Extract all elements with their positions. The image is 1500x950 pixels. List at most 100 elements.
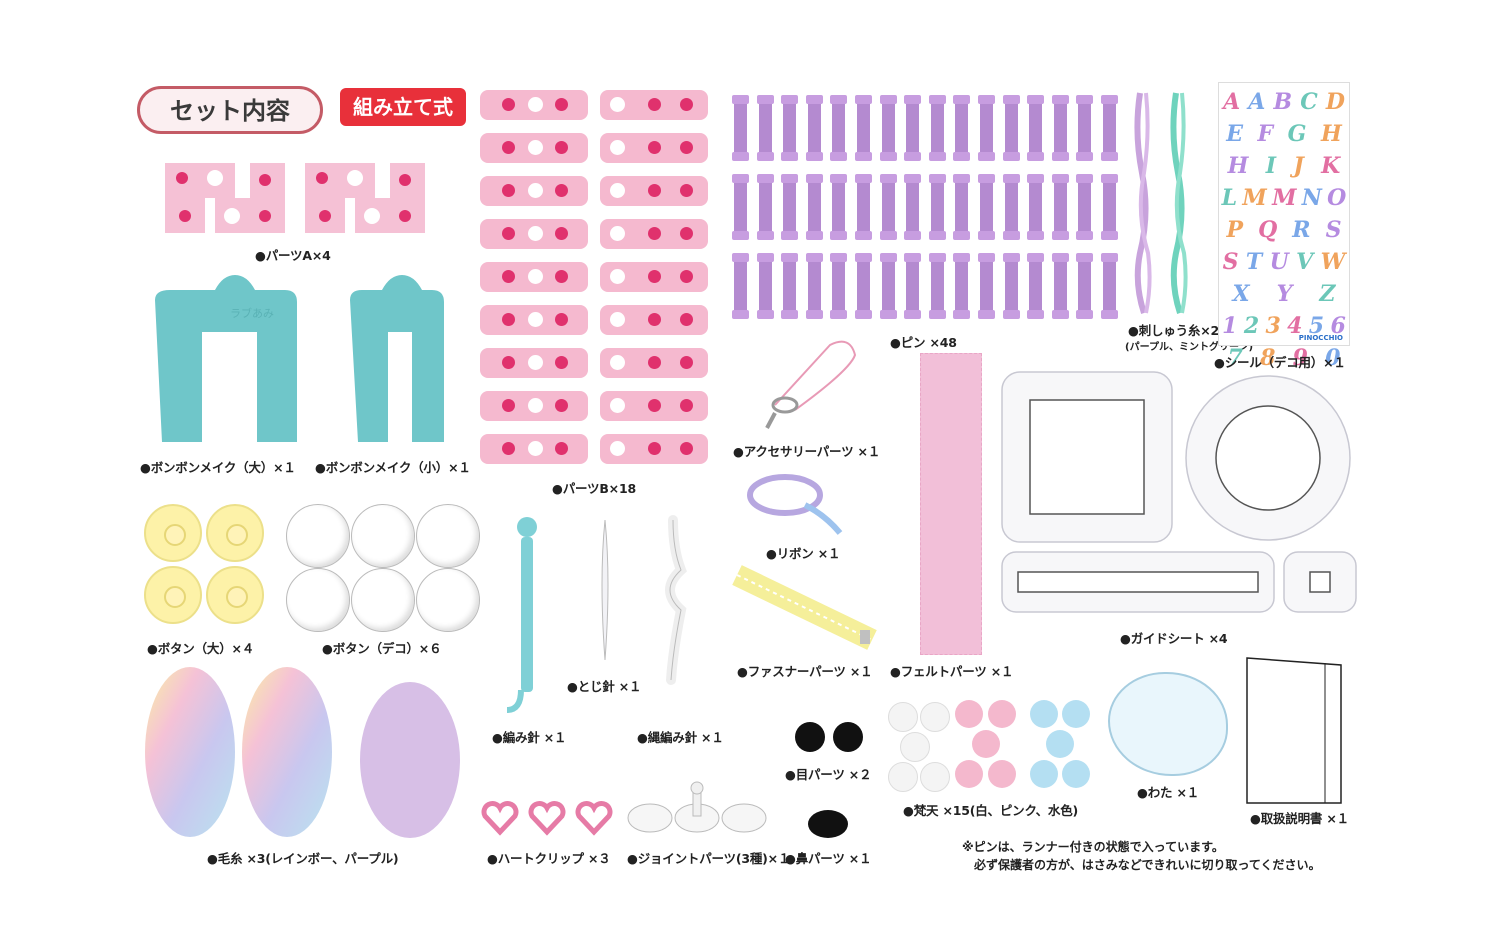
sticker-letter: U	[1269, 249, 1289, 275]
yarn-label: ●毛糸 ×3(レインボー、パープル)	[207, 851, 399, 866]
nose-label: ●鼻パーツ ×１	[785, 851, 872, 866]
heart-clip-label: ●ハートクリップ ×３	[487, 851, 611, 866]
sticker-letter: A	[1223, 89, 1241, 115]
pin	[732, 253, 749, 319]
pin	[953, 253, 971, 319]
fastener-image	[732, 565, 877, 650]
sticker-letter: 4	[1287, 313, 1303, 339]
eye-part-1	[795, 722, 825, 752]
sticker-letter: R	[1292, 217, 1311, 243]
pompom-small-label: ●ボンボンメイク（小）×１	[315, 460, 471, 475]
pin-note-line2: 必ず保護者の方が、はさみなどできれいに切り取ってください。	[974, 858, 1321, 872]
sticker-letter: N	[1301, 185, 1322, 211]
embroidery-note: (パープル、ミントグリーン)	[1125, 342, 1254, 353]
pin	[879, 253, 897, 319]
pin	[1076, 174, 1094, 240]
pin	[904, 253, 922, 319]
pin	[830, 253, 848, 319]
pin	[756, 253, 774, 319]
sticker-letter: X	[1232, 281, 1250, 307]
pin	[781, 174, 799, 240]
set-contents-title: セット内容	[137, 86, 323, 134]
sticker-letter: S	[1325, 217, 1342, 243]
sticker-letter: 7	[1227, 345, 1243, 371]
pin	[1027, 174, 1045, 240]
sticker-letter: C	[1300, 89, 1318, 115]
pin	[978, 253, 995, 319]
pin	[1002, 174, 1020, 240]
pin	[953, 95, 971, 161]
pin	[1076, 253, 1094, 319]
pin	[928, 95, 946, 161]
sticker-brand: PINOCCHIO	[1298, 334, 1343, 342]
pin	[978, 95, 995, 161]
pin	[830, 174, 848, 240]
sticker-letter: J	[1293, 153, 1304, 179]
accessory-strap-image	[765, 340, 857, 429]
pin	[756, 174, 774, 240]
sticker-letter: P	[1226, 217, 1244, 243]
sticker-letter: A	[1248, 89, 1266, 115]
parts-a-label: ●パーツA×4	[255, 248, 331, 263]
sticker-letter: T	[1245, 249, 1263, 275]
pin	[732, 95, 749, 161]
sticker-letter: S	[1222, 249, 1239, 275]
joint-label: ●ジョイントパーツ(3種)×１	[627, 851, 791, 866]
pin	[879, 174, 897, 240]
sticker-letter: G	[1287, 121, 1307, 147]
pin	[928, 174, 946, 240]
pin	[1101, 95, 1118, 161]
pin	[830, 95, 848, 161]
pin	[756, 95, 774, 161]
pin	[855, 253, 872, 319]
pin	[805, 174, 823, 240]
ribbon-label: ●リボン ×１	[766, 546, 841, 561]
sticker-label: ●シール（デコ用）×１	[1214, 355, 1346, 370]
guide-sheets-image	[1001, 371, 1357, 613]
sticker-letter: H	[1320, 121, 1342, 147]
pompom-large-label: ●ボンボンメイク（大）×１	[140, 460, 296, 475]
pompoms-label: ●梵天 ×15(白、ピンク、水色)	[903, 803, 1079, 818]
sticker-letter: 9	[1292, 345, 1308, 371]
pin	[1101, 253, 1118, 319]
pin	[904, 174, 922, 240]
pin	[855, 95, 872, 161]
pin	[855, 174, 872, 240]
pin	[805, 253, 823, 319]
pin-note-line1: ※ピンは、ランナー付きの状態で入っています。	[962, 840, 1224, 854]
pin	[953, 174, 971, 240]
sticker-letter: K	[1321, 153, 1341, 179]
sticker-letter: W	[1320, 249, 1346, 275]
felt-label: ●フェルトパーツ ×１	[890, 664, 1014, 679]
hook-needle-label: ●編み針 ×１	[492, 730, 567, 745]
sticker-letter: 2	[1243, 313, 1260, 339]
pin	[805, 95, 823, 161]
yarn-image	[145, 667, 460, 838]
heart-clips-image	[481, 801, 613, 836]
manual-label: ●取扱説明書 ×１	[1250, 811, 1349, 826]
pin	[879, 95, 897, 161]
sticker-letter: B	[1273, 89, 1293, 115]
sticker-letter: Q	[1258, 217, 1278, 243]
sticker-letter: I	[1265, 153, 1277, 179]
cotton-image	[1108, 672, 1228, 776]
cable-needle-label: ●縄編み針 ×１	[637, 730, 724, 745]
pin	[1002, 253, 1020, 319]
ribbon-image	[747, 474, 843, 535]
nose-part	[808, 810, 848, 838]
sticker-letter: V	[1296, 249, 1314, 275]
pin	[1027, 95, 1045, 161]
button-deco-label: ●ボタン（デコ）×６	[322, 641, 442, 656]
sticker-letter: F	[1257, 121, 1274, 147]
pin	[1101, 174, 1118, 240]
felt-image	[920, 353, 982, 655]
embroidery-thread-image	[1134, 92, 1188, 314]
sticker-letter: D	[1325, 89, 1345, 115]
sticker-letter: O	[1327, 185, 1347, 211]
